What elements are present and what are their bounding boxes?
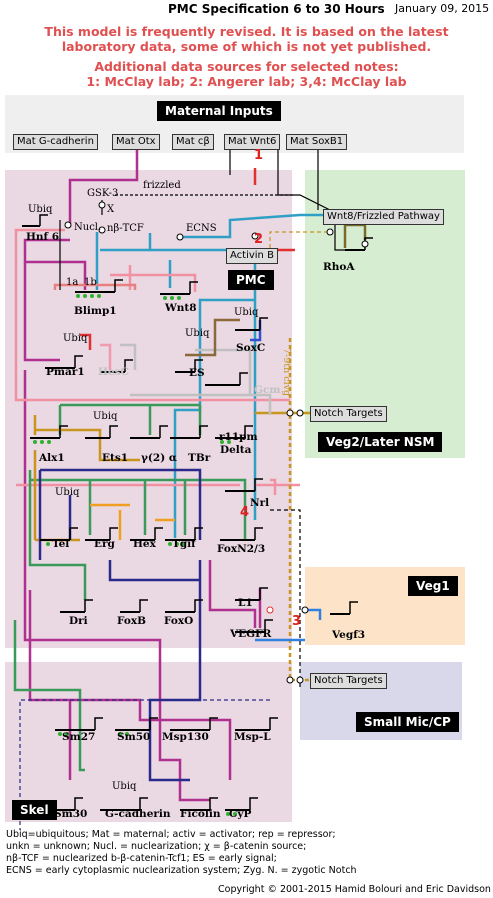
mat-gcadherin-box: Mat G-cadherin bbox=[13, 134, 98, 150]
gene-hesc: HesC bbox=[98, 366, 129, 378]
gene-ficolin: Ficolin bbox=[180, 808, 221, 820]
gene-dri: Dri bbox=[69, 615, 88, 627]
gene-sm27: Sm27 bbox=[62, 731, 96, 743]
note-3: 3 bbox=[292, 614, 302, 629]
gene-rhoa: RhoA bbox=[323, 261, 355, 273]
gene-foxo: FoxO bbox=[164, 615, 194, 627]
gene-alx1: Alx1 bbox=[39, 452, 65, 464]
gene-sm30: Sm30 bbox=[54, 808, 88, 820]
note-2: 2 bbox=[254, 232, 264, 247]
gene-soxc: SoxC bbox=[236, 342, 266, 354]
smallmic-title: Small Mic/CP bbox=[356, 712, 459, 732]
ubiq-label-tel: Ubiq bbox=[55, 487, 80, 498]
nucl-label: Nucl. bbox=[74, 222, 102, 233]
gene-nrl: Nrl bbox=[250, 497, 270, 509]
footer-line4: ECNS = early cytoplasmic nuclearization … bbox=[6, 865, 357, 876]
gene-delta: Delta bbox=[220, 444, 252, 456]
gene-blimp1: Blimp1 bbox=[74, 305, 117, 317]
gene-erg: Erg bbox=[94, 538, 115, 550]
mat-cbeta-box: Mat cβ bbox=[172, 134, 214, 150]
gene-tbr: TBr bbox=[188, 452, 211, 464]
mat-otx-box: Mat Otx bbox=[112, 134, 160, 150]
cleavage-label: 7-9th clvg bbox=[281, 348, 292, 397]
gene-ets1: Ets1 bbox=[102, 452, 129, 464]
notch-targets-box-1: Notch Targets bbox=[310, 406, 387, 422]
gene-hex: Hex bbox=[133, 538, 156, 550]
date-label: January 09, 2015 bbox=[395, 2, 490, 15]
gene-msp130: Msp130 bbox=[162, 731, 209, 743]
gene-pmar1: Pmar1 bbox=[46, 366, 85, 378]
ubiq-label-ets1: Ubiq bbox=[93, 411, 118, 422]
mat-wnt6-box: Mat Wnt6 bbox=[224, 134, 281, 150]
gene-cyp: CyP bbox=[229, 808, 252, 820]
ubiq-label-es: Ubiq bbox=[185, 328, 210, 339]
footer-line1: Ubiq=ubiquitous; Mat = maternal; activ =… bbox=[6, 829, 336, 840]
gene-vegfr: VEGFR bbox=[230, 628, 272, 640]
gene-wnt8: Wnt8 bbox=[165, 302, 197, 314]
veg2-title: Veg2/Later NSM bbox=[318, 432, 443, 452]
label-1b: 1b bbox=[84, 277, 97, 288]
gene-vegf3: Vegf3 bbox=[332, 629, 366, 641]
note-1: 1 bbox=[254, 148, 264, 163]
note-4: 4 bbox=[240, 505, 250, 520]
footer-line3: nβ-TCF = nuclearized b-β-catenin-Tcf1; E… bbox=[6, 853, 277, 864]
gene-hnf6: Hnf 6 bbox=[26, 231, 60, 243]
revision-note-line1: This model is frequently revised. It is … bbox=[44, 24, 449, 39]
gene-foxb: FoxB bbox=[117, 615, 147, 627]
notch-targets-box-2: Notch Targets bbox=[310, 673, 387, 689]
page-title: PMC Specification 6 to 30 Hours bbox=[168, 2, 385, 16]
pmc-title: PMC bbox=[228, 270, 274, 290]
veg1-title: Veg1 bbox=[408, 576, 458, 596]
sources-line2: 1: McClay lab; 2: Angerer lab; 3,4: McCl… bbox=[86, 74, 407, 89]
ecns-label: ECNS bbox=[186, 223, 217, 234]
skel-title: Skel bbox=[12, 800, 57, 820]
ubiq-label-hnf6: Ubiq bbox=[28, 204, 53, 215]
gene-gcadherin: G-cadherin bbox=[105, 808, 171, 820]
gene-foxn23: FoxN2/3 bbox=[217, 543, 266, 555]
nbtcf-label: nβ-TCF bbox=[107, 223, 144, 234]
gene-l1: L1 bbox=[238, 597, 253, 609]
gene-gamma2-alpha: γ(2) α bbox=[141, 452, 177, 464]
revision-note-line2: laboratory data, some of which is not ye… bbox=[61, 39, 432, 54]
copyright: Copyright © 2001-2015 Hamid Bolouri and … bbox=[218, 884, 491, 895]
mat-soxb1-box: Mat SoxB1 bbox=[286, 134, 348, 150]
ubiq-label-pmar1: Ubiq bbox=[63, 333, 88, 344]
gene-mspl: Msp-L bbox=[234, 731, 271, 743]
wnt8-pathway-box: Wnt8/Frizzled Pathway bbox=[323, 209, 444, 225]
gene-es: ES bbox=[189, 367, 205, 379]
activin-box: Activin B bbox=[226, 248, 278, 264]
frizzled-label: frizzled bbox=[143, 180, 181, 191]
label-1a: 1a bbox=[66, 277, 79, 288]
ubiq-label-soxc: Ubiq bbox=[234, 307, 259, 318]
gene-gcm: Gcm bbox=[254, 384, 281, 396]
gene-tgif: Tgif bbox=[172, 538, 196, 550]
ubiq-label-gcadherin: Ubiq bbox=[112, 781, 137, 792]
skel-region bbox=[5, 662, 292, 822]
sources-line1: Additional data sources for selected not… bbox=[94, 59, 399, 74]
chi-label: X bbox=[107, 204, 115, 215]
maternal-inputs-title: Maternal Inputs bbox=[157, 101, 281, 121]
gsk3-label: GSK-3 bbox=[87, 188, 119, 199]
gene-sm50: Sm50 bbox=[117, 731, 151, 743]
footer-line2: unkn = unknown; Nucl. = nuclearization; … bbox=[6, 841, 307, 852]
gene-tel: Tel bbox=[52, 538, 70, 550]
gene-r11pm: r11pm bbox=[219, 431, 258, 443]
